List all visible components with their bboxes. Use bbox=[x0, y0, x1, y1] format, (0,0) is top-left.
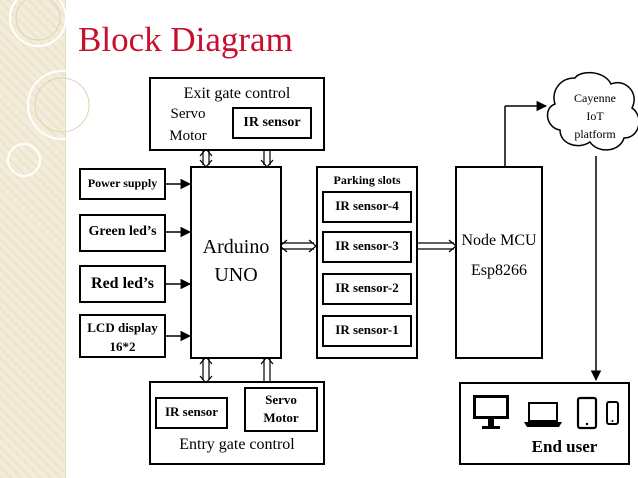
cloud-line1: Cayenne bbox=[574, 91, 616, 105]
decorative-sidebar bbox=[0, 0, 66, 478]
node-mcu-line2: Esp8266 bbox=[471, 262, 527, 279]
arrow-arduino-parking bbox=[282, 242, 314, 250]
page-title: Block Diagram bbox=[78, 20, 293, 59]
exit-gate-label: Exit gate control bbox=[183, 85, 291, 102]
entry-gate-label: Entry gate control bbox=[179, 436, 295, 453]
red-led-box: Red led’s bbox=[79, 265, 166, 303]
entry-servo-line2: Motor bbox=[263, 410, 299, 425]
decorative-swirl-graphic bbox=[7, 0, 97, 177]
tablet-icon bbox=[576, 396, 598, 430]
laptop-icon bbox=[524, 402, 562, 427]
ir-sensor-1-box: IR sensor-1 bbox=[322, 315, 412, 347]
green-led-label: Green led’s bbox=[88, 224, 157, 239]
end-user-devices bbox=[473, 395, 619, 430]
cloud-shape bbox=[546, 71, 638, 151]
ir-sensor-3-label: IR sensor-3 bbox=[335, 238, 399, 253]
arrow-exit-servo-arduino bbox=[202, 151, 210, 165]
ir-sensor-4-label: IR sensor-4 bbox=[335, 198, 399, 213]
monitor-icon bbox=[473, 395, 509, 429]
ir-sensor-4-box: IR sensor-4 bbox=[322, 191, 412, 223]
ir-sensor-2-box: IR sensor-2 bbox=[322, 273, 412, 305]
power-supply-box: Power supply bbox=[79, 168, 166, 200]
entry-servo-line1: Servo bbox=[265, 392, 297, 407]
red-led-label: Red led’s bbox=[91, 275, 154, 292]
arrow-parking-nodemcu bbox=[418, 242, 454, 250]
smartphone-icon bbox=[606, 401, 619, 425]
entry-servo-motor-box: Servo Motor bbox=[244, 387, 318, 432]
end-user-box: End user bbox=[459, 382, 630, 465]
exit-servo-motor-box: Servo Motor bbox=[162, 100, 214, 150]
exit-ir-sensor-box: IR sensor bbox=[232, 107, 312, 139]
ir-sensor-3-box: IR sensor-3 bbox=[322, 231, 412, 263]
ir-sensor-2-label: IR sensor-2 bbox=[335, 280, 399, 295]
arrow-exit-ir-arduino bbox=[263, 151, 271, 165]
parking-slots-label: Parking slots bbox=[333, 173, 401, 187]
entry-ir-sensor-label: IR sensor bbox=[164, 404, 219, 419]
entry-ir-sensor-box: IR sensor bbox=[155, 397, 228, 429]
cloud-line2: IoT bbox=[586, 109, 604, 123]
arrow-arduino-entry-servo bbox=[263, 359, 271, 385]
node-mcu-box: Node MCU Esp8266 bbox=[455, 166, 543, 359]
arrow-arduino-entry-ir bbox=[202, 359, 210, 380]
green-led-box: Green led’s bbox=[79, 214, 166, 252]
arduino-line1: Arduino bbox=[202, 236, 270, 258]
exit-ir-sensor-label: IR sensor bbox=[243, 115, 301, 130]
ir-sensor-1-label: IR sensor-1 bbox=[335, 322, 399, 337]
exit-servo-line2: Motor bbox=[169, 128, 207, 144]
power-supply-label: Power supply bbox=[87, 176, 158, 190]
cloud-line3: platform bbox=[574, 127, 616, 141]
arduino-uno-box: Arduino UNO bbox=[190, 166, 282, 359]
node-mcu-line1: Node MCU bbox=[461, 232, 537, 249]
lcd-display-line1: LCD display bbox=[87, 320, 158, 335]
lcd-display-line2: 16*2 bbox=[109, 339, 136, 354]
end-user-label: End user bbox=[531, 437, 598, 456]
lcd-display-box: LCD display 16*2 bbox=[79, 314, 166, 358]
exit-servo-line1: Servo bbox=[170, 106, 206, 122]
arduino-line2: UNO bbox=[214, 264, 258, 286]
